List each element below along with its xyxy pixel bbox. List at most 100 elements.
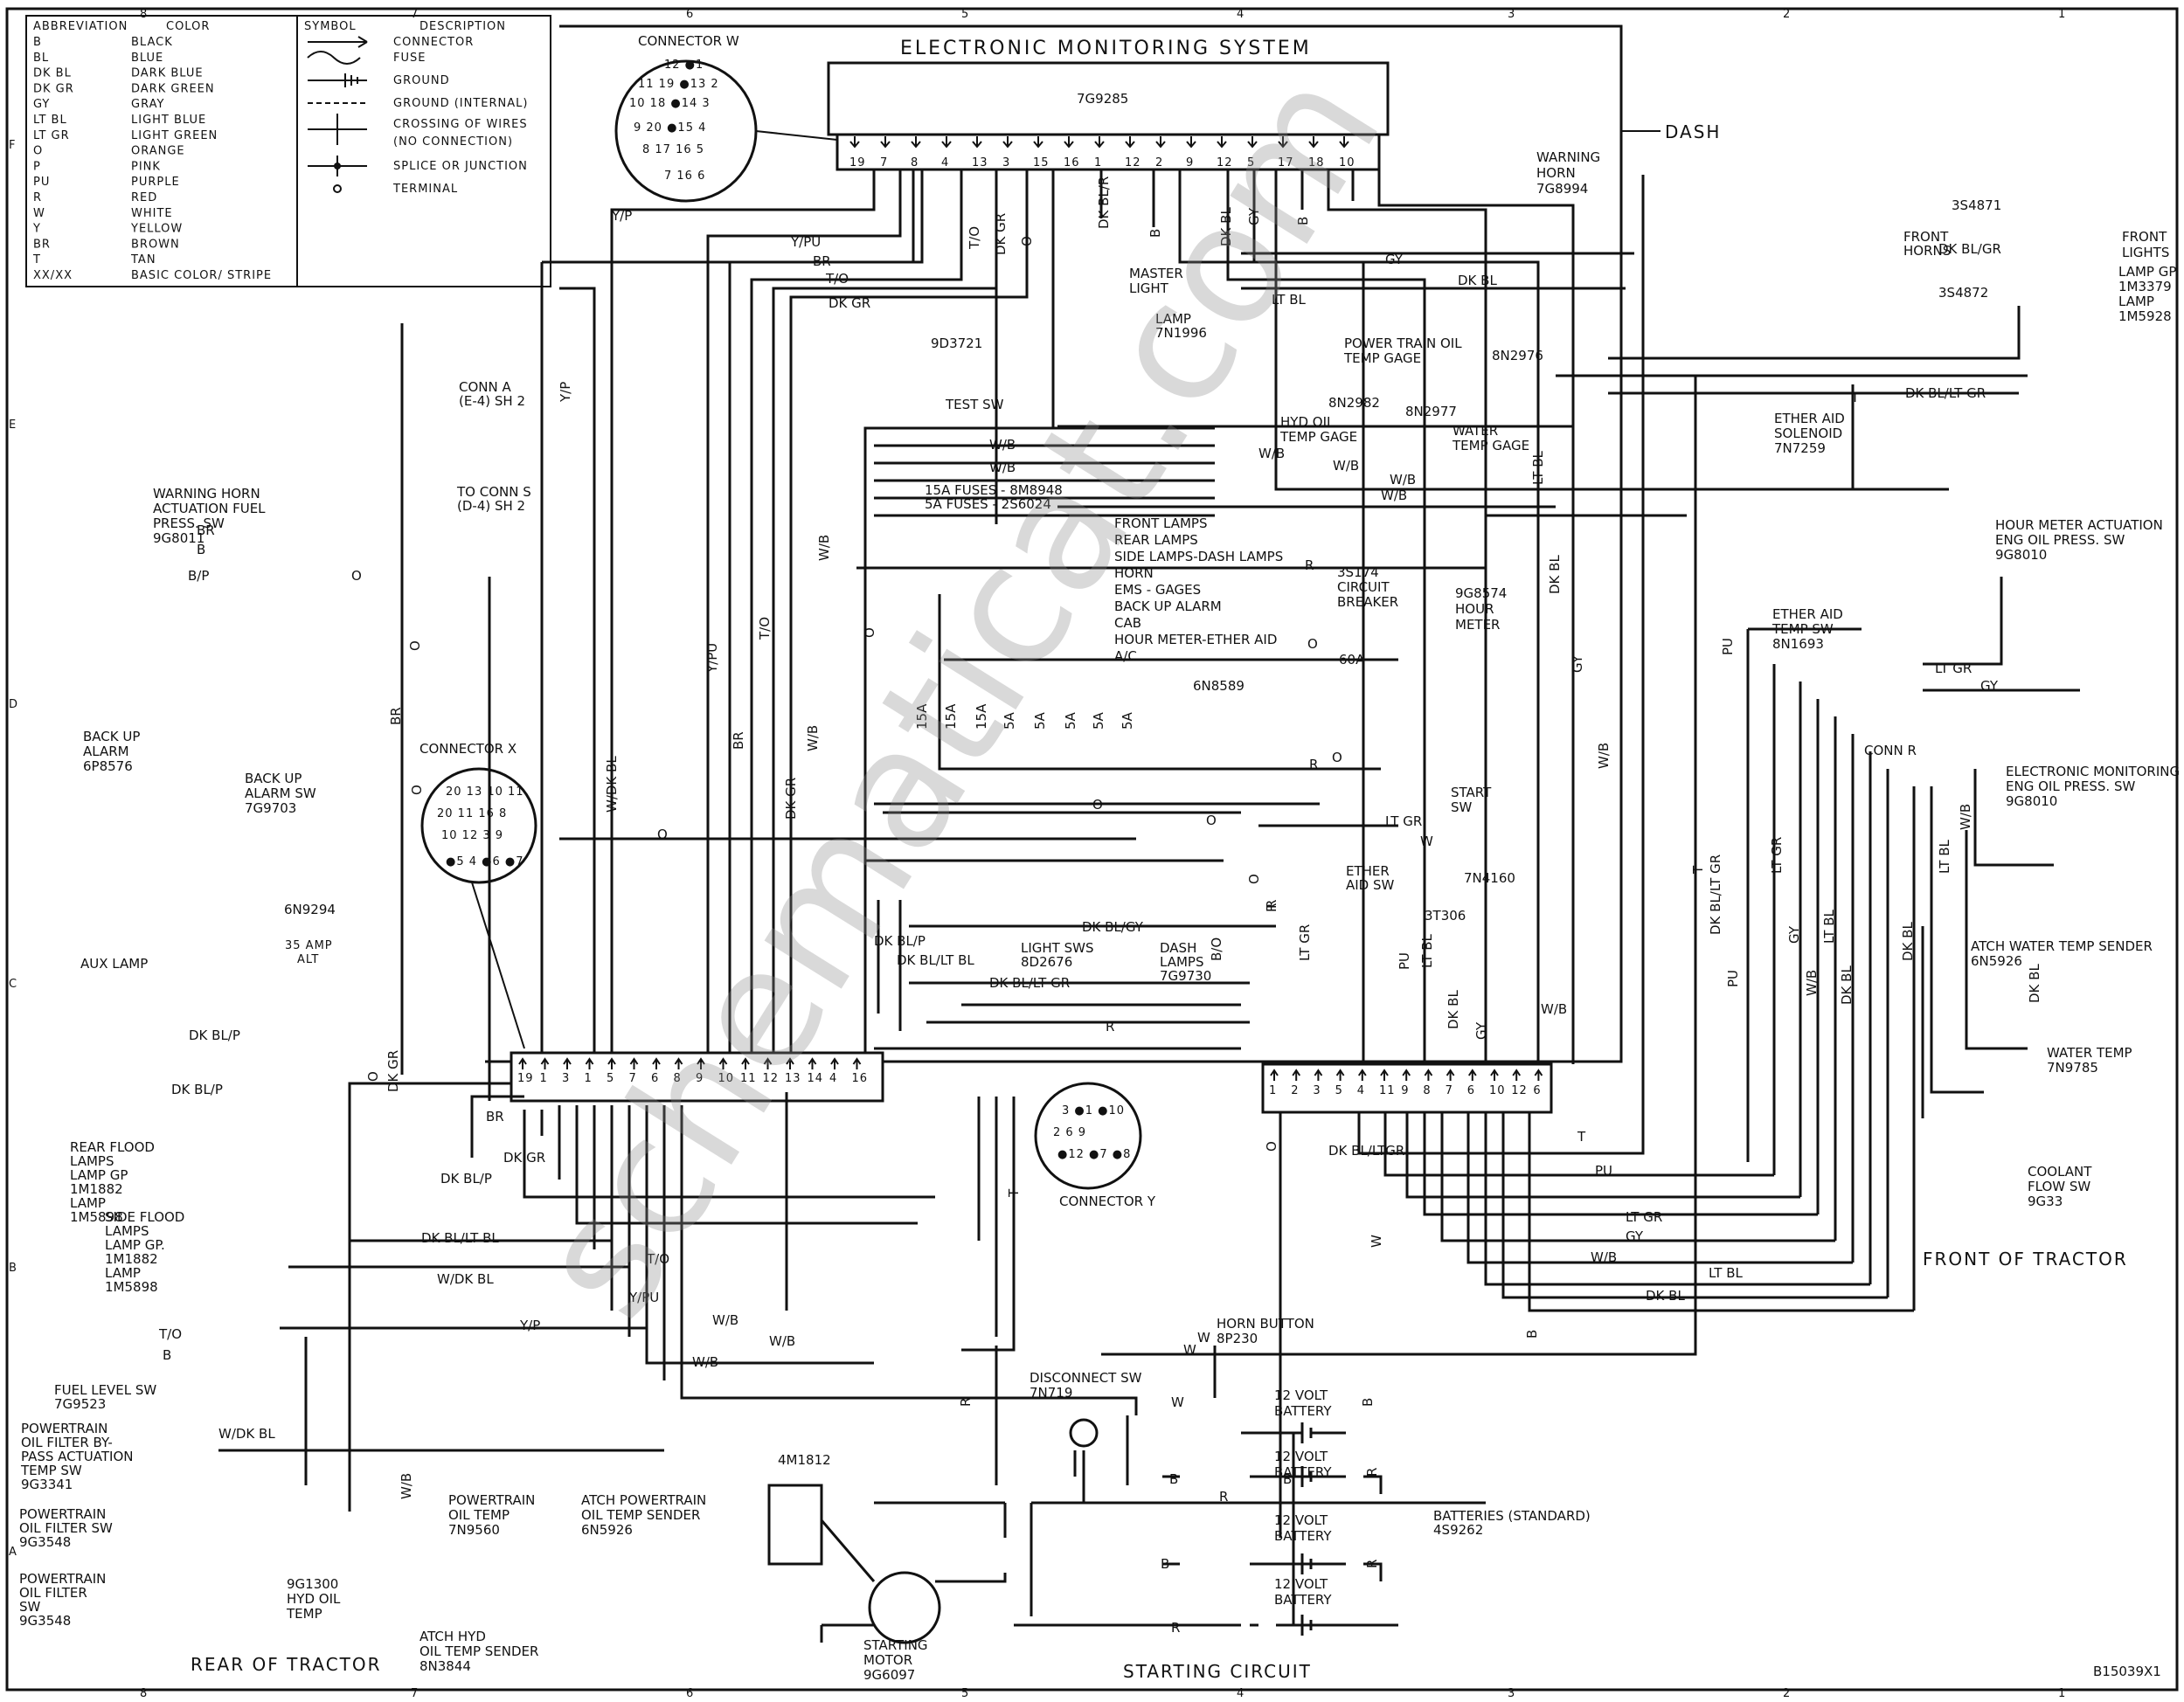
ptrain-oil-gage-label: TEMP GAGE	[1343, 350, 1421, 366]
coolant-flow-label: FLOW SW	[2028, 1179, 2090, 1194]
ems-pin-arrow	[1339, 136, 1349, 149]
grid-row-left: D	[9, 698, 17, 711]
grid-columns: 8 7 6 5 4 3 2 1 8 7 6 5 4 3 2 1	[140, 8, 2065, 1700]
grid-col-bottom: 6	[686, 1687, 693, 1699]
warning-horn-sw-label: PRESS. SW	[153, 515, 225, 531]
atch-water-temp-label: 6N5926	[1971, 953, 2022, 969]
horn-button-label: 8P230	[1217, 1331, 1258, 1346]
wire-color-label: W/DK BL	[218, 1426, 275, 1442]
dash-lamps-label: 7G9730	[1160, 968, 1211, 984]
wire-color-label: PU	[1595, 1163, 1612, 1179]
grid-row-left: E	[9, 419, 16, 432]
block-pin-number: 13	[785, 1072, 801, 1085]
svg-text:11 19 ●13 2: 11 19 ●13 2	[638, 78, 719, 91]
to-conn-s-label: (D-4) SH 2	[457, 498, 525, 514]
wire-color-label: O	[409, 785, 425, 795]
front-lights-part: 1M3379	[2118, 279, 2172, 294]
svg-text:●12 ●7 ●8: ●12 ●7 ●8	[1057, 1148, 1131, 1161]
legend-abbr: W	[33, 207, 45, 220]
start-sw-label: SW	[1451, 799, 1473, 815]
ems-pin-number: 12	[1217, 156, 1233, 170]
wire-color-label: W/B	[1596, 743, 1612, 769]
grid-col-bottom: 1	[2058, 1687, 2065, 1699]
batteries-std-label: 4S9262	[1433, 1522, 1483, 1538]
connector-x: CONNECTOR X 20 13 10 11 20 11 16 8 10 12…	[419, 741, 537, 1049]
block-pin-arrow	[1534, 1069, 1543, 1081]
wire-color-label: GY	[1570, 654, 1585, 673]
fuse-rating: 5A	[1032, 711, 1048, 730]
wire-color-label: W/B	[1258, 446, 1285, 461]
block-pin-arrow	[563, 1057, 572, 1069]
starting-motor-part: 4M1812	[778, 1452, 831, 1468]
grid-rows: F E D C B A	[9, 139, 17, 1559]
section-rear-label: REAR OF TRACTOR	[191, 1654, 382, 1675]
legend-color: GRAY	[131, 98, 164, 111]
conn-a-label: CONN A	[459, 379, 511, 395]
hyd-oil-temp-label: TEMP	[286, 1606, 322, 1622]
hour-meter-act-label: HOUR METER ACTUATION	[1995, 517, 2163, 533]
fuses-label: 15A FUSES - 8M8948	[925, 482, 1063, 498]
wire-color-label: R	[1305, 557, 1314, 573]
ems-pin-number: 16	[1064, 156, 1080, 170]
wire-color-label: Y/PU	[790, 234, 821, 250]
wire-color-label: W/B	[805, 725, 821, 751]
wire-color-label: R	[958, 1398, 974, 1407]
wire-color-label: T/O	[967, 226, 982, 250]
legend-symbol-desc: CONNECTOR	[393, 36, 474, 49]
legend-symbol-desc: FUSE	[393, 52, 426, 65]
wire-color-label: O	[407, 640, 423, 651]
backup-alarm-label: ALARM	[83, 744, 129, 759]
svg-text:8 17 16 5: 8 17 16 5	[642, 143, 704, 156]
alternator-part: 6N9294	[284, 902, 336, 917]
block-pin-arrow	[629, 1057, 639, 1069]
wire-color-label: T/O	[757, 617, 773, 640]
ether-aid-solenoid-label: 7N7259	[1774, 440, 1826, 456]
wire-color-label: LT GR	[1385, 813, 1422, 829]
grid-col-top: 8	[140, 8, 147, 21]
warning-horn-sw-label: WARNING HORN	[153, 486, 260, 502]
hour-meter-label: HOUR	[1455, 601, 1494, 617]
master-light-label: LIGHT	[1129, 280, 1169, 296]
front-lights-label: FRONT	[2122, 229, 2167, 245]
svg-text:CONNECTOR Y: CONNECTOR Y	[1059, 1193, 1156, 1209]
block-pin-arrow	[1335, 1069, 1345, 1081]
wire-color-label: LT GR	[1626, 1209, 1662, 1225]
wire-color-label: W/B	[989, 460, 1016, 475]
legend-abbr: R	[33, 191, 42, 204]
wire-color-label: GY	[1626, 1228, 1644, 1244]
master-light-label: MASTER	[1129, 266, 1183, 281]
wire-color-label: GY	[1385, 252, 1404, 267]
legend-color: BASIC COLOR/ STRIPE	[131, 269, 272, 282]
ether-aid-sw-part: 3T306	[1425, 908, 1466, 924]
legend-color: LIGHT BLUE	[131, 114, 206, 127]
grid-row-left: A	[9, 1546, 17, 1559]
wire-color-label: O	[1307, 636, 1318, 652]
warning-horn-label: WARNING	[1536, 149, 1600, 165]
legend-color: PURPLE	[131, 176, 180, 189]
battery-label: 12 VOLT	[1274, 1449, 1328, 1464]
legend-abbr: LT BL	[33, 114, 67, 127]
ether-aid-temp-sw-label: 8N1693	[1772, 636, 1824, 652]
block-pin-arrow	[518, 1057, 527, 1069]
ems-pin-number: 8	[911, 156, 919, 170]
wire-color-label: DK BL	[1446, 990, 1461, 1029]
alternator-rating: 35 AMP	[285, 939, 333, 952]
block-pin-arrow	[741, 1057, 750, 1069]
legend-symbol-desc: GROUND (INTERNAL)	[393, 97, 528, 110]
wire-color-label: R	[1171, 1620, 1180, 1636]
pt-oil-filter-sw-label: 9G3548	[19, 1613, 71, 1629]
front-lights-part: LAMP	[2118, 294, 2154, 309]
wire-color-label: R	[1364, 1468, 1380, 1477]
wire-color-label: O	[1264, 1141, 1279, 1152]
svg-text:7 16 6: 7 16 6	[664, 170, 705, 183]
svg-text:12 ●1: 12 ●1	[664, 59, 704, 72]
side-flood-label: 1M5898	[105, 1279, 158, 1295]
block-pin-number: 10	[1489, 1084, 1506, 1097]
wire-color-label: DK BL	[1218, 207, 1234, 246]
grid-row-left: F	[9, 139, 15, 152]
block-pin-arrow	[786, 1057, 794, 1069]
wire-color-label: B/P	[188, 568, 209, 584]
wire-color-label: DK BL/LTGR	[1328, 1143, 1404, 1159]
grid-col-bottom: 2	[1783, 1687, 1790, 1699]
